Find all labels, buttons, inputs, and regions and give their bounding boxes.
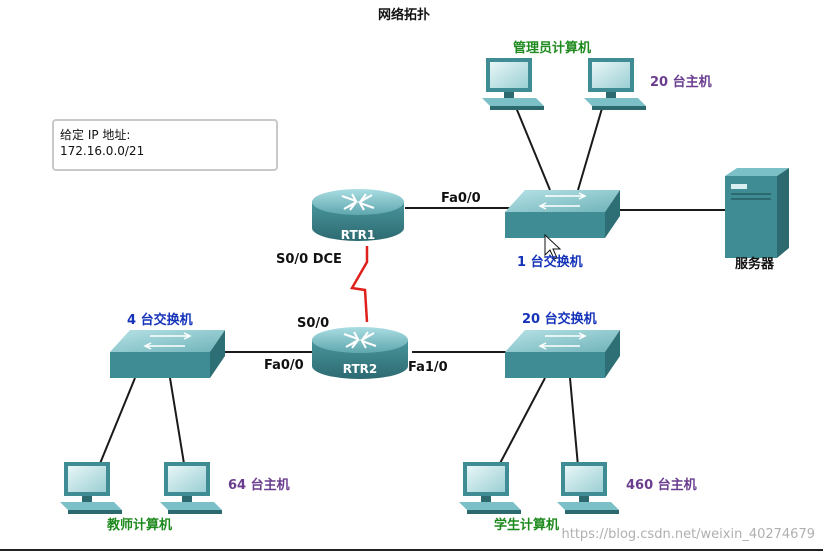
- router-rtr2-icon: [312, 327, 408, 379]
- link-switch-top-admin-pc2: [577, 104, 604, 191]
- pc-teacher-1-icon: [60, 462, 122, 514]
- rtr2-fa1-interface-label: Fa1/0: [408, 360, 448, 375]
- admin-pcs-label: 管理员计算机: [513, 41, 592, 56]
- link-serial-rtr1-rtr2: [350, 246, 369, 323]
- address-box-label: 给定 IP 地址:: [60, 128, 131, 142]
- pc-student-2-icon: [557, 462, 619, 514]
- address-box: 给定 IP 地址: 172.16.0.0/21: [52, 119, 278, 171]
- switch-right-label: 20 台交换机: [522, 312, 597, 327]
- pc-student-1-icon: [459, 462, 521, 514]
- admin-hosts-label: 20 台主机: [650, 75, 712, 90]
- rtr1-serial-interface-label: S0/0 DCE: [276, 252, 342, 267]
- pc-admin-2-icon: [584, 58, 646, 110]
- router-rtr2-label: RTR2: [342, 362, 378, 376]
- switch-right-icon: [505, 330, 620, 378]
- pc-teacher-2-icon: [160, 462, 222, 514]
- link-switch-top-admin-pc1: [514, 104, 551, 191]
- mouse-cursor-icon: [544, 233, 562, 260]
- address-box-network: 172.16.0.0/21: [60, 144, 145, 158]
- teacher-hosts-label: 64 台主机: [228, 478, 290, 493]
- rtr2-fa0-interface-label: Fa0/0: [264, 358, 304, 373]
- router-rtr1-icon: [312, 189, 404, 241]
- pc-admin-1-icon: [482, 58, 544, 110]
- switch-left-icon: [110, 330, 225, 378]
- student-hosts-label: 460 台主机: [626, 478, 697, 493]
- bottom-divider: [0, 549, 823, 551]
- rtr2-serial-interface-label: S0/0: [297, 316, 330, 331]
- rtr1-fa-interface-label: Fa0/0: [441, 191, 481, 206]
- server-label: 服务器: [735, 257, 775, 272]
- watermark: https://blog.csdn.net/weixin_40274679: [561, 527, 815, 542]
- server-icon: [725, 168, 789, 258]
- teacher-pcs-label: 教师计算机: [107, 518, 173, 533]
- router-rtr1-label: RTR1: [340, 228, 376, 242]
- switch-top-label: 1 台交换机: [517, 255, 583, 270]
- switch-left-label: 4 台交换机: [127, 313, 193, 328]
- student-pcs-label: 学生计算机: [494, 518, 560, 533]
- switch-top-icon: [505, 190, 620, 238]
- diagram-title: 网络拓扑: [378, 8, 431, 23]
